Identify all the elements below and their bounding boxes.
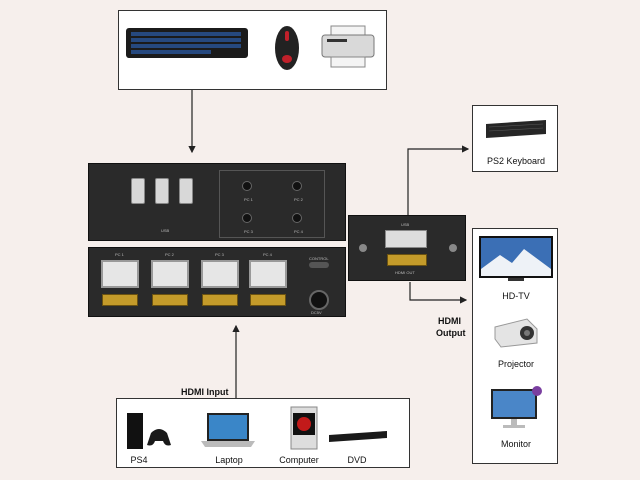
output-panel: USB HDMI OUT	[348, 215, 466, 281]
output-usb-port	[385, 230, 427, 248]
laptop-icon	[199, 411, 257, 449]
monitor-label: Monitor	[500, 439, 531, 449]
usb-port	[131, 178, 145, 204]
usb-b-port	[201, 260, 239, 288]
port-label: PC 3	[215, 252, 224, 257]
hdmi-out-port	[387, 254, 427, 266]
port-label: PC 1	[115, 252, 124, 257]
usb-label: USB	[161, 228, 170, 233]
front-panel: USB PC 1 PC 2 PC 3 PC 4	[88, 163, 346, 241]
hdmi-output-line2: Output	[436, 328, 466, 338]
usb-port	[155, 178, 169, 204]
usb-b-port	[101, 260, 139, 288]
pc-select-button[interactable]	[242, 213, 252, 223]
mouse-icon	[273, 23, 301, 73]
dvd-label: DVD	[347, 455, 367, 465]
displays-box: HD-TV Projector Monitor	[472, 228, 558, 464]
projector-label: Projector	[497, 359, 534, 369]
dvd-icon	[327, 429, 389, 443]
projector-icon	[491, 315, 541, 351]
pc-label: PC 2	[294, 197, 303, 202]
printer-icon	[319, 25, 377, 69]
output-usb-label: USB	[401, 222, 410, 227]
control-port	[309, 262, 329, 268]
laptop-label: Laptop	[215, 455, 243, 465]
port-label: PC 2	[165, 252, 174, 257]
hdmi-in-port	[250, 294, 286, 306]
ps4-label: PS4	[130, 455, 148, 465]
ps2-keyboard-label: PS2 Keyboard	[486, 156, 546, 166]
hdmi-in-port	[152, 294, 188, 306]
dc-label: DC5V	[311, 310, 322, 315]
pc-select-button[interactable]	[292, 181, 302, 191]
ps4-icon	[123, 411, 179, 451]
pc-selector-grid: PC 1 PC 2 PC 3 PC 4	[219, 170, 325, 238]
pc-label: PC 3	[244, 229, 253, 234]
computer-label: Computer	[279, 455, 319, 465]
usb-b-port	[151, 260, 189, 288]
keyboard-icon	[125, 25, 249, 61]
pc-label: PC 1	[244, 197, 253, 202]
keyboard-icon	[483, 116, 549, 140]
tv-icon	[478, 235, 554, 283]
hdmi-output-line1: HDMI	[438, 316, 461, 326]
sources-box: PS4 Laptop Computer DVD	[116, 398, 410, 468]
usb-b-port	[249, 260, 287, 288]
hdmi-in-port	[102, 294, 138, 306]
ps2-keyboard-box: PS2 Keyboard	[472, 105, 558, 172]
back-panel: PC 1 PC 2 PC 3 PC 4 CONTROL DC5V	[88, 247, 346, 317]
dc-power-port	[309, 290, 329, 310]
port-label: PC 4	[263, 252, 272, 257]
hdmi-out-label: HDMI OUT	[395, 270, 415, 275]
control-label: CONTROL	[309, 256, 329, 261]
peripherals-box	[118, 10, 387, 90]
monitor-icon	[489, 385, 543, 431]
screw-icon	[449, 244, 457, 252]
computer-icon	[283, 405, 323, 451]
screw-icon	[359, 244, 367, 252]
hdtv-label: HD-TV	[502, 291, 530, 301]
pc-label: PC 4	[294, 229, 303, 234]
pc-select-button[interactable]	[292, 213, 302, 223]
hdmi-input-label: HDMI Input	[181, 387, 229, 397]
usb-port	[179, 178, 193, 204]
pc-select-button[interactable]	[242, 181, 252, 191]
hdmi-in-port	[202, 294, 238, 306]
